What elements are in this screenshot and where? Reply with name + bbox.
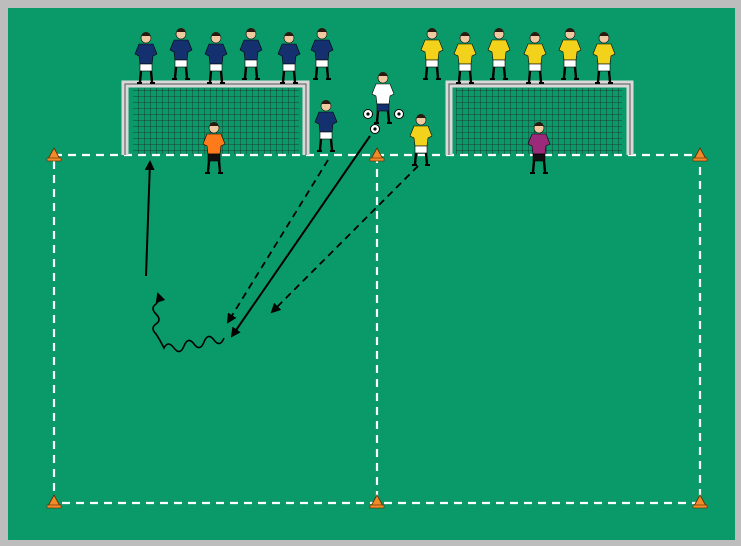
ball-icon bbox=[395, 110, 404, 119]
pitch bbox=[8, 8, 735, 540]
ball-icon bbox=[371, 125, 380, 134]
ball-icon bbox=[364, 110, 373, 119]
